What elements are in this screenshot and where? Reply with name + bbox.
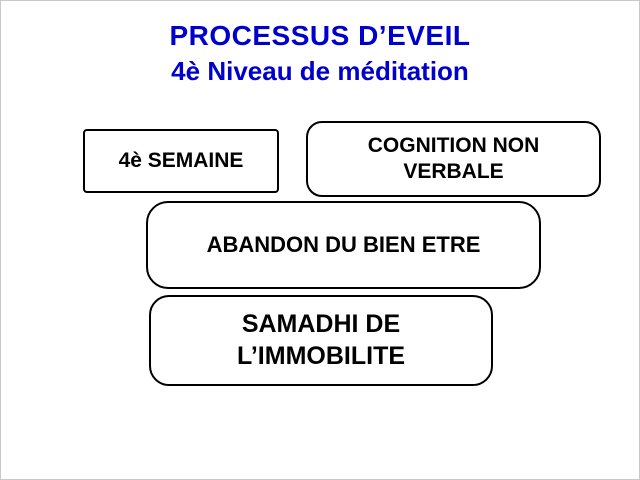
slide-title-line1: PROCESSUS D’EVEIL xyxy=(169,20,471,51)
box-abandon-du-bien-etre-label: ABANDON DU BIEN ETRE xyxy=(206,232,481,258)
box-abandon-du-bien-etre: ABANDON DU BIEN ETRE xyxy=(146,201,541,289)
box-4e-semaine: 4è SEMAINE xyxy=(83,129,279,193)
box-4e-semaine-label: 4è SEMAINE xyxy=(118,148,244,172)
box-samadhi-de-l-immobilite-label: SAMADHI DE L’IMMOBILITE xyxy=(236,310,406,370)
box-samadhi-de-l-immobilite: SAMADHI DE L’IMMOBILITE xyxy=(149,295,493,386)
slide-title-line2: 4è Niveau de méditation xyxy=(171,56,469,86)
box-cognition-non-verbale-label: COGNITION NON VERBALE xyxy=(367,133,540,183)
box-cognition-non-verbale: COGNITION NON VERBALE xyxy=(306,121,601,197)
